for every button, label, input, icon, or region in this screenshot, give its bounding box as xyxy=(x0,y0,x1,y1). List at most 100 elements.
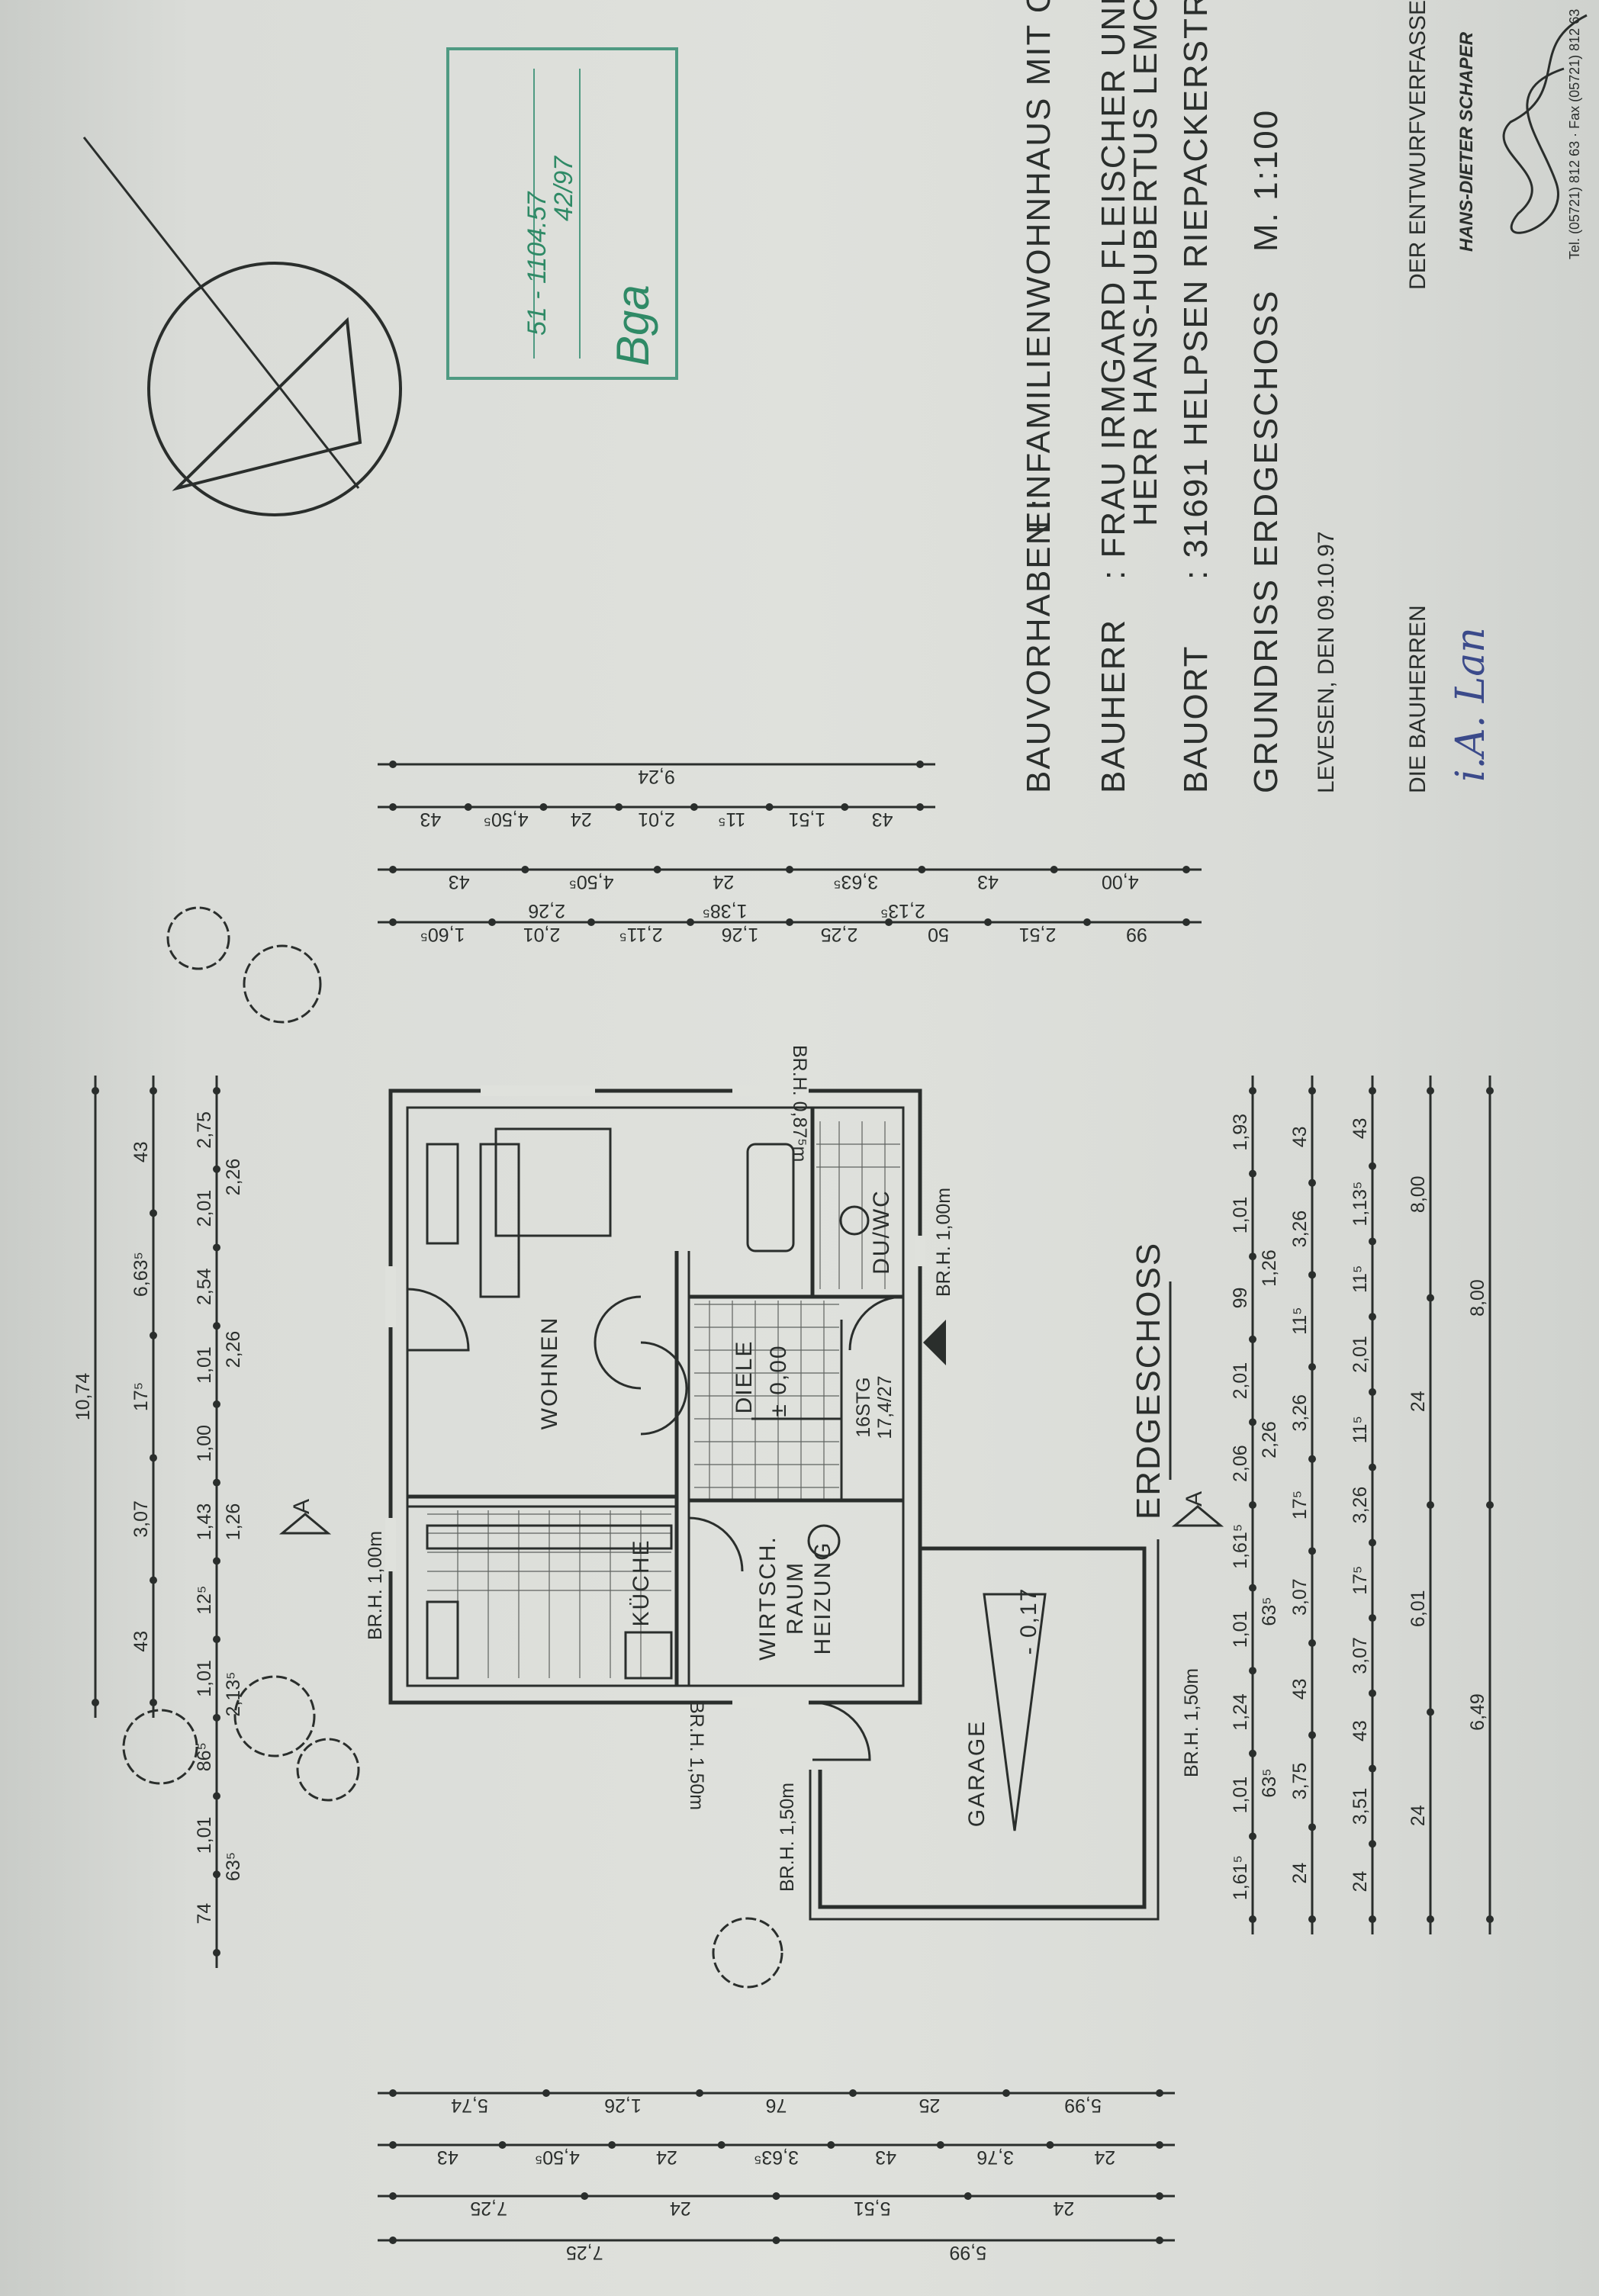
dimension-label: 43 xyxy=(130,1631,152,1652)
room-wirtsch-3: HEIZUNG xyxy=(810,1542,835,1655)
room-garage: GARAGE xyxy=(964,1720,989,1827)
garage-level: - 0,17 xyxy=(1016,1587,1041,1655)
stamp-number: 51 - 1104.57 xyxy=(523,191,552,336)
plan-heading: ERDGESCHOSS xyxy=(1130,1242,1167,1519)
dimension-label: 1,26 xyxy=(722,924,759,945)
dimension-label: 17⁵ xyxy=(1350,1566,1371,1595)
owner-line-2: HERR HANS-HUBERTUS LEMCKE xyxy=(1127,0,1164,526)
owner-label: BAUHERR xyxy=(1095,619,1132,793)
dimension-label: 2,11⁵ xyxy=(619,924,662,945)
dimension-tick xyxy=(213,1635,220,1644)
dimension-tick xyxy=(786,866,793,873)
dimension-label: 7,25 xyxy=(470,2198,507,2219)
dimension-tick xyxy=(1249,1501,1256,1509)
sill-du-wc: BR.H. 1,00m xyxy=(933,1188,954,1297)
dimension-label: 24 xyxy=(656,2146,677,2168)
dimension-tick xyxy=(1249,1832,1256,1841)
dimension-label: 43 xyxy=(420,809,441,830)
sill-garage: BR.H. 1,50m xyxy=(1181,1668,1202,1777)
dimension-tick xyxy=(389,2192,397,2200)
dimension-label: 63⁵ xyxy=(223,1852,244,1881)
garage-walls xyxy=(809,1539,1160,1921)
owners-signature-label: DIE BAUHERREN xyxy=(1405,605,1430,793)
dimension-label: 5,74 xyxy=(451,2095,488,2116)
dimension-tick xyxy=(150,1331,157,1339)
dimension-tick xyxy=(1182,918,1190,926)
dimension-tick xyxy=(687,918,694,926)
dimension-label: 2,26 xyxy=(528,900,565,921)
dimension-label: 3,26 xyxy=(1350,1487,1371,1524)
dimension-tick xyxy=(1308,1087,1316,1095)
dimension-label: 50 xyxy=(928,924,949,945)
dimension-label: 2,13⁵ xyxy=(223,1671,244,1716)
dimension-tick xyxy=(841,803,849,811)
dimension-tick xyxy=(389,866,397,873)
dimension-label: 24 xyxy=(1408,1391,1429,1412)
dimension-label: 2,01 xyxy=(523,924,561,945)
dimension-tick xyxy=(1427,1294,1434,1302)
site-label: BAUORT xyxy=(1177,645,1215,793)
dimension-tick xyxy=(150,1699,157,1706)
room-wohnen: WOHNEN xyxy=(537,1317,562,1430)
dimension-tick xyxy=(936,2141,944,2149)
dimension-label: 2,54 xyxy=(194,1268,215,1305)
dimension-label: 1,26 xyxy=(223,1503,244,1541)
dimension-label: 1,61⁵ xyxy=(1230,1524,1251,1569)
dimension-tick xyxy=(608,2141,616,2149)
dimension-tick xyxy=(918,866,926,873)
dimension-tick xyxy=(696,2089,703,2097)
dimension-tick xyxy=(1369,1313,1376,1321)
dimension-label: 11⁵ xyxy=(718,809,745,830)
dimension-tick xyxy=(690,803,698,811)
dimension-label: 43 xyxy=(1350,1720,1371,1741)
dimension-label: 1,01 xyxy=(1230,1197,1251,1234)
dimension-label: 5,99 xyxy=(949,2242,986,2263)
dimension-label: 2,26 xyxy=(223,1159,244,1196)
dimension-tick xyxy=(213,1792,220,1800)
dimension-tick xyxy=(389,2089,397,2097)
sill-kueche: BR.H. 1,00m xyxy=(365,1531,386,1640)
dimension-label: 1,01 xyxy=(194,1660,215,1697)
room-du-wc: DU/WC xyxy=(869,1189,894,1275)
window-openings xyxy=(385,1085,925,1708)
dimension-label: 17⁵ xyxy=(130,1382,152,1411)
dimension-label: 4,50⁵ xyxy=(535,2146,580,2168)
dimension-tick xyxy=(581,2192,589,2200)
dimension-tick xyxy=(765,803,774,811)
dimension-label: 3,63⁵ xyxy=(833,871,878,892)
dimension-tick xyxy=(1308,1823,1316,1831)
dimension-tick xyxy=(389,761,397,768)
dimension-tick xyxy=(984,918,992,926)
dimension-tick xyxy=(1427,1915,1434,1923)
dimension-tick xyxy=(488,918,496,926)
room-wirtsch-1: WIRTSCH. xyxy=(755,1535,780,1661)
dimension-tick xyxy=(498,2141,507,2149)
stamp-sub-number: 42/97 xyxy=(549,156,578,221)
svg-text:HANS-DIETER SCHAPER: HANS-DIETER SCHAPER xyxy=(1456,31,1477,252)
dimension-tick xyxy=(542,2089,550,2097)
owners-signature: i.A. Lan xyxy=(1448,627,1494,782)
dimension-tick xyxy=(1156,2192,1163,2200)
dimension-label: 2,25 xyxy=(821,924,858,945)
dimension-label: 3,26 xyxy=(1289,1394,1311,1432)
dimension-tick xyxy=(1486,1087,1494,1095)
dimension-tick xyxy=(1369,1237,1376,1246)
dimension-tick xyxy=(717,2141,726,2149)
dimension-label: 1,38⁵ xyxy=(702,900,747,921)
dimension-label: 2,01 xyxy=(194,1190,215,1227)
section-markers: A A xyxy=(278,1320,1224,1535)
dimension-tick xyxy=(1308,1179,1316,1187)
diele-level: ± 0,00 xyxy=(766,1344,791,1417)
dimension-tick xyxy=(1046,2141,1054,2149)
dimension-label: 99 xyxy=(1230,1288,1251,1309)
dimension-label: 5,51 xyxy=(854,2198,891,2219)
dimension-tick xyxy=(150,1576,157,1584)
sill-wirtsch: BR.H. 1,50m xyxy=(686,1701,707,1810)
dimension-tick xyxy=(1249,1169,1256,1178)
dimension-tick xyxy=(1249,1915,1256,1923)
dimension-tick xyxy=(150,1209,157,1217)
dimension-label: 1,26 xyxy=(604,2095,642,2116)
dimension-label: 43 xyxy=(977,871,999,892)
dimension-label: 6,63⁵ xyxy=(130,1252,152,1297)
